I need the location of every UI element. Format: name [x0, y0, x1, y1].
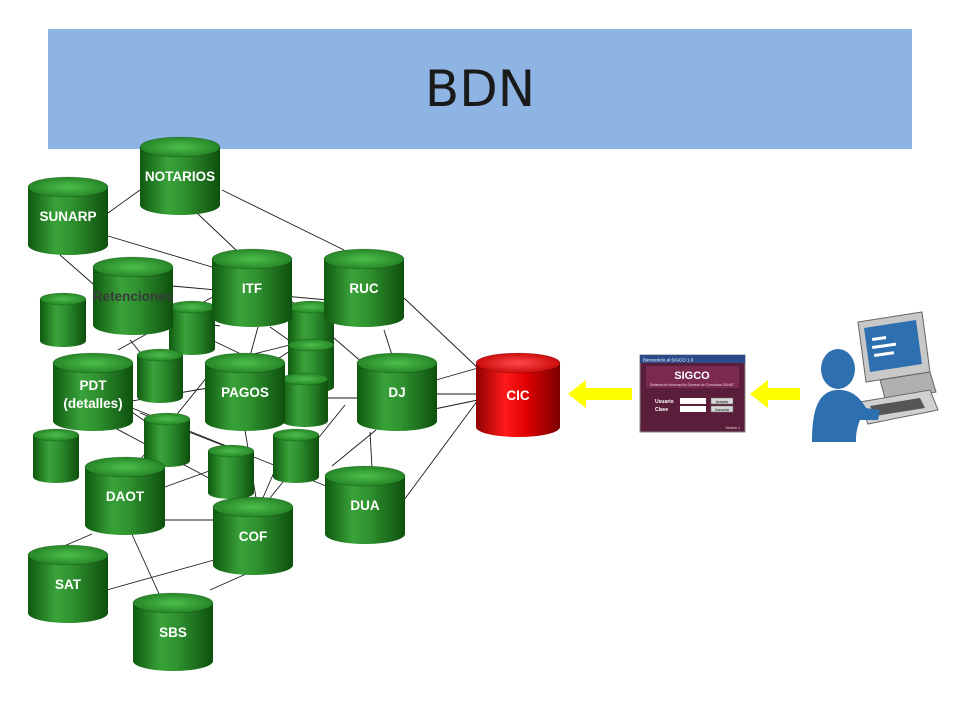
sigco-subtitle: Sistema de Información General de Consul… [650, 383, 735, 387]
connection-line [107, 235, 223, 271]
connection-line [107, 189, 141, 214]
title-banner: BDN [48, 29, 912, 149]
pdt-label: PDT [80, 378, 108, 393]
database-labels: NOTARIOS SUNARP Retenciones ITF RUC PDT (detal… [39, 169, 529, 640]
page-title: BDN [424, 60, 536, 118]
small-database-cylinder [143, 412, 191, 467]
sunarp-database [27, 176, 109, 255]
sigco-user-field [680, 398, 706, 404]
pagos-label: PAGOS [221, 385, 269, 400]
sigco-login-window: Bienvenido al SIGCO 1.0 SIGCO Sistema de… [639, 354, 746, 433]
sigco-cancel-button [710, 405, 734, 413]
retenciones-database [92, 256, 174, 335]
connection-line [63, 533, 93, 547]
sigco-user-label: Usuario [655, 399, 674, 405]
small-database-cylinders [32, 292, 335, 499]
notarios-label: NOTARIOS [145, 169, 215, 184]
cic-label: CIC [506, 388, 530, 403]
notarios-database [139, 136, 221, 215]
connection-line [95, 559, 215, 594]
connection-line [403, 297, 481, 371]
dj-database [356, 352, 438, 431]
retenciones-label: Retenciones [93, 289, 173, 304]
sigco-window-title: Bienvenido al SIGCO 1.0 [643, 358, 694, 363]
connection-line [197, 213, 237, 251]
small-database-cylinder [281, 372, 329, 427]
cof-database [212, 496, 294, 575]
ruc-label: RUC [349, 281, 378, 296]
itf-label: ITF [242, 281, 262, 296]
cof-label: COF [239, 529, 268, 544]
svg-text:Aceptar: Aceptar [716, 400, 729, 404]
sigco-version: Versión 1 [725, 426, 740, 430]
sat-label: SAT [55, 577, 82, 592]
small-database-cylinder [136, 348, 184, 403]
connection-line [209, 573, 247, 591]
sbs-database [132, 592, 214, 671]
pagos-database [204, 352, 286, 431]
sbs-label: SBS [159, 625, 187, 640]
pdt-sublabel: (detalles) [63, 396, 122, 411]
daot-database [84, 456, 166, 535]
small-database-cylinder [168, 300, 216, 355]
dua-database [324, 465, 406, 544]
connection-line [161, 469, 213, 489]
connection-line [249, 326, 259, 357]
sigco-key-label: Clave [655, 407, 669, 413]
sigco-app-name: SIGCO [674, 370, 710, 382]
connection-line [129, 529, 161, 597]
connection-line [369, 431, 373, 469]
dua-label: DUA [350, 498, 379, 513]
person-at-computer-icon [812, 311, 939, 442]
sat-database [27, 544, 109, 623]
arrow-left-icon [750, 380, 800, 408]
connection-line [435, 367, 479, 381]
connection-line [403, 399, 479, 501]
connection-line [331, 429, 377, 467]
pdt-database [52, 352, 134, 431]
small-database-cylinder [272, 428, 320, 483]
arrow-left-icon [568, 380, 632, 408]
svg-text:Cancelar: Cancelar [715, 408, 730, 412]
small-database-cylinder [32, 428, 80, 483]
dj-label: DJ [388, 385, 405, 400]
sunarp-label: SUNARP [39, 209, 96, 224]
sigco-key-field [680, 406, 706, 412]
small-database-cylinder [207, 444, 255, 499]
connection-line [221, 189, 345, 251]
small-database-cylinder [39, 292, 87, 347]
daot-label: DAOT [106, 489, 145, 504]
database-cylinders [27, 136, 561, 671]
connection-line [383, 329, 393, 356]
cic-database [475, 352, 561, 437]
ruc-database [323, 248, 405, 327]
itf-database [211, 248, 293, 327]
sigco-accept-button [710, 397, 734, 405]
